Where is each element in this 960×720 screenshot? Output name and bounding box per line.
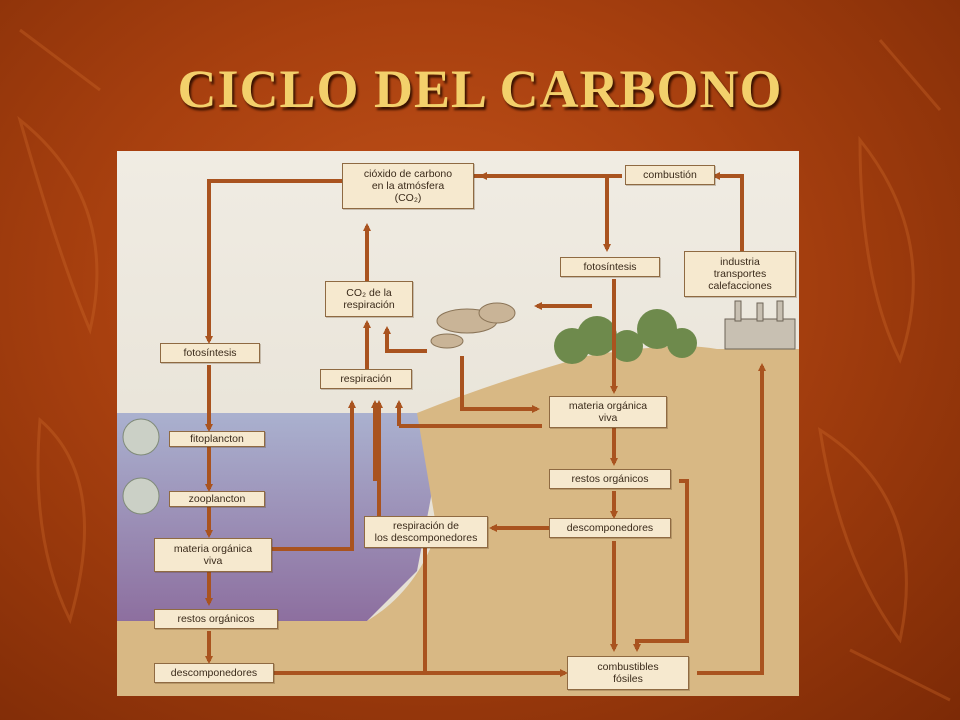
zooplankton-box: zooplancton <box>169 491 265 507</box>
forest-icon <box>554 309 697 364</box>
cattle-icon <box>430 302 516 349</box>
zooplancton-icon <box>122 477 160 515</box>
industry-box: industria transportes calefacciones <box>684 251 796 297</box>
photosynthesis-sea-box: fotosíntesis <box>160 343 260 363</box>
decomposer-respiration-box: respiración de los descomponedores <box>364 516 488 548</box>
photosynthesis-land-box: fotosíntesis <box>560 257 660 277</box>
fitoplancton-icon <box>122 418 160 456</box>
cycle-arrows <box>205 172 766 677</box>
slide-title: CICLO DEL CARBONO <box>177 59 783 119</box>
organic-remains-land-box: restos orgánicos <box>549 469 671 489</box>
respiration-box: respiración <box>320 369 412 389</box>
organic-remains-sea-box: restos orgánicos <box>154 609 278 629</box>
living-organic-matter-sea-box: materia orgánica viva <box>154 538 272 572</box>
fossil-fuels-box: combustibles fósiles <box>567 656 689 690</box>
phytoplankton-box: fitoplancton <box>169 431 265 447</box>
factory-icon <box>724 300 796 350</box>
combustion-box: combustión <box>625 165 715 185</box>
carbon-cycle-diagram: cióxido de carbono en la atmósfera (CO₂)… <box>117 151 799 696</box>
decomposers-sea-box: descomponedores <box>154 663 274 683</box>
co2-atmosphere-box: cióxido de carbono en la atmósfera (CO₂) <box>342 163 474 209</box>
decomposers-land-box: descomponedores <box>549 518 671 538</box>
co2-respiration-box: CO₂ de la respiración <box>325 281 413 317</box>
living-organic-matter-land-box: materia orgánica viva <box>549 396 667 428</box>
